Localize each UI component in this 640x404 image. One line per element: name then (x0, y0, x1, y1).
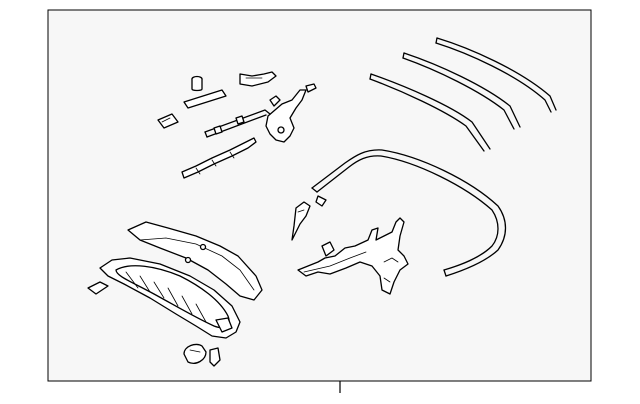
rod-assembly (204, 109, 271, 138)
tonneau-tray (99, 257, 241, 339)
bracket-small (291, 201, 311, 241)
strap (239, 71, 277, 87)
bow-frame (311, 149, 507, 277)
hinge-arm (265, 83, 317, 143)
cover-panel (127, 221, 263, 301)
linkage-bracket-left (181, 137, 257, 179)
rail-inner (369, 73, 491, 152)
rail-middle (402, 52, 521, 130)
diagram-panel (47, 9, 592, 382)
cap (209, 347, 221, 367)
pad (87, 281, 109, 295)
grommet (183, 343, 207, 364)
linkage-bracket-right (297, 217, 409, 295)
rail-outer (435, 37, 557, 113)
bolt (191, 75, 203, 92)
pin (183, 89, 227, 109)
clip (157, 113, 179, 129)
